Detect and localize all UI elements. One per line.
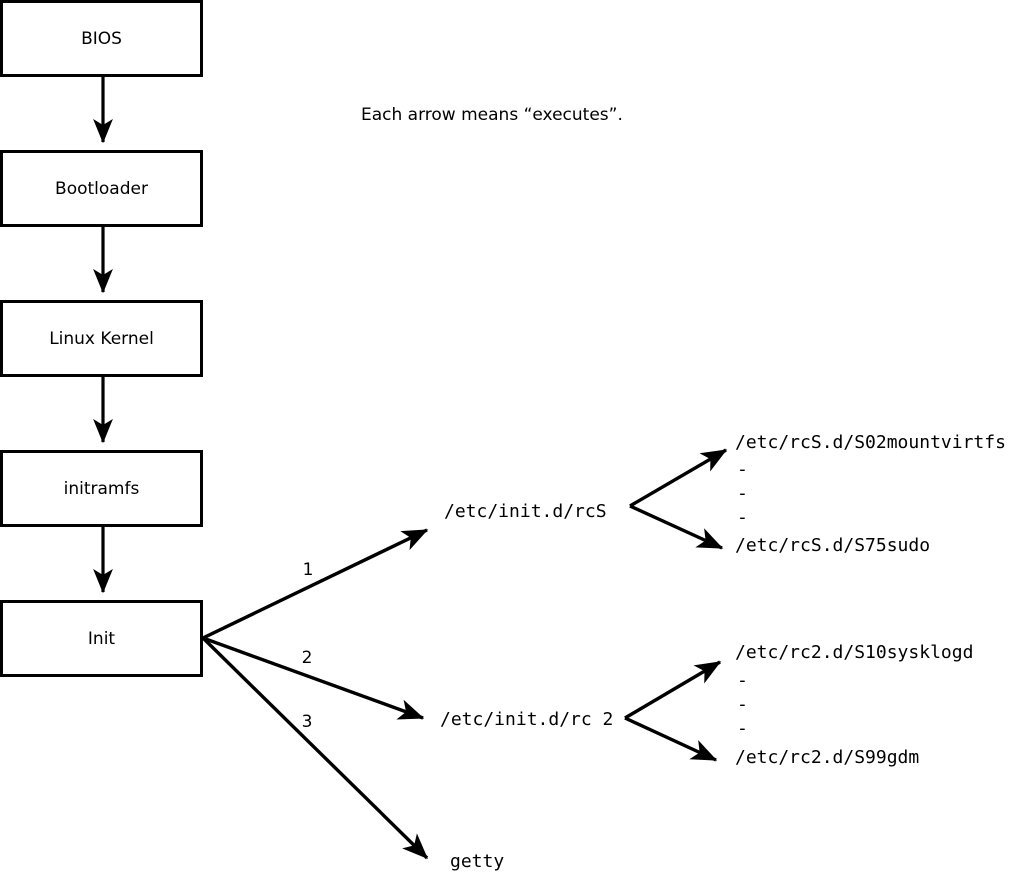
arrow-rcs-to-first-script: [629, 448, 728, 508]
box-bios[interactable]: BIOS: [0, 0, 203, 77]
arrow-rc2-to-last-script: [624, 716, 718, 762]
edge-label-2: 2: [302, 648, 313, 668]
box-bios-rect: [0, 0, 203, 77]
edge-label-3: 3: [302, 712, 313, 732]
box-init[interactable]: Init: [0, 600, 203, 677]
diagram-caption: Each arrow means “executes”.: [361, 105, 623, 125]
arrow-init-to-rc2: [202, 636, 425, 720]
rc2-child-last-label[interactable]: /etc/rc2.d/S99gdm: [735, 747, 919, 768]
arrow-init-to-rcs: [202, 528, 429, 640]
rcs-ellipsis-dash-2: -: [737, 483, 748, 504]
edge-label-1: 1: [303, 560, 314, 580]
arrow-rcs-to-last-script: [629, 504, 724, 550]
box-initramfs-rect: [0, 450, 203, 527]
target-label-rc2[interactable]: /etc/init.d/rc 2: [440, 709, 613, 730]
box-linux-kernel[interactable]: Linux Kernel: [0, 300, 203, 377]
arrow-init-to-getty: [201, 636, 429, 860]
box-bios-label: BIOS: [81, 29, 122, 49]
rc2-ellipsis-dash-3: -: [737, 718, 748, 739]
box-initramfs-label: initramfs: [64, 479, 140, 499]
arrow-rc2-to-first-script: [624, 660, 722, 720]
rc2-child-first-label[interactable]: /etc/rc2.d/S10sysklogd: [735, 642, 973, 663]
target-label-rcs[interactable]: /etc/init.d/rcS: [444, 501, 607, 522]
rcs-child-last-label[interactable]: /etc/rcS.d/S75sudo: [735, 535, 930, 556]
box-initramfs[interactable]: initramfs: [0, 450, 203, 527]
rcs-ellipsis-dash-1: -: [737, 459, 748, 480]
target-label-getty[interactable]: getty: [450, 851, 504, 872]
box-linux-kernel-label: Linux Kernel: [49, 329, 154, 349]
box-linux-kernel-rect: [0, 300, 203, 377]
rcs-ellipsis-dash-3: -: [737, 507, 748, 528]
box-init-rect: [0, 600, 203, 677]
box-init-label: Init: [88, 629, 116, 649]
rc2-ellipsis-dash-1: -: [737, 670, 748, 691]
box-bootloader[interactable]: Bootloader: [0, 150, 203, 227]
rcs-child-first-label[interactable]: /etc/rcS.d/S02mountvirtfs: [735, 432, 1006, 453]
box-bootloader-rect: [0, 150, 203, 227]
rc2-ellipsis-dash-2: -: [737, 694, 748, 715]
box-bootloader-label: Bootloader: [55, 179, 148, 199]
